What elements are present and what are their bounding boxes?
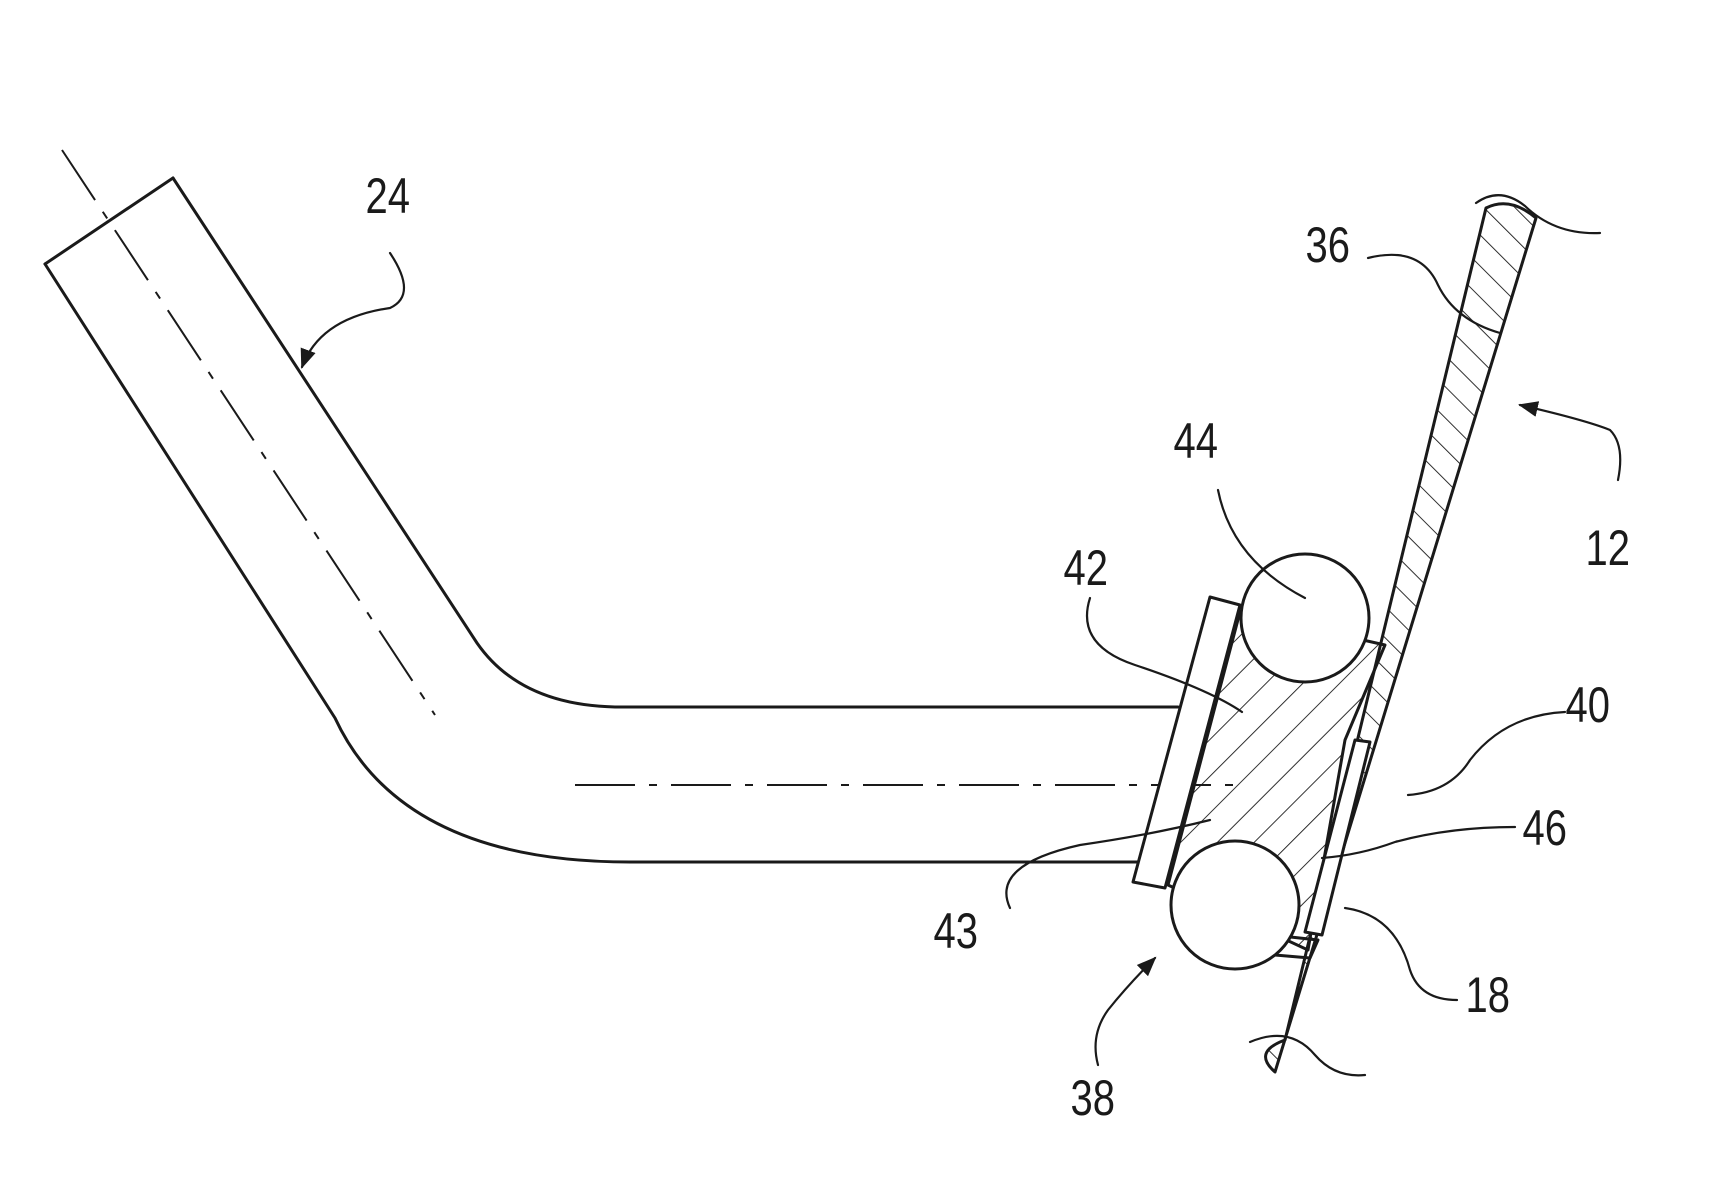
label-46: 46 xyxy=(1523,800,1567,856)
tube-end-cap xyxy=(45,178,173,264)
leader-18 xyxy=(1345,908,1457,1000)
label-18: 18 xyxy=(1466,967,1510,1023)
leader-24 xyxy=(302,253,404,367)
label-40: 40 xyxy=(1566,677,1610,733)
label-42: 42 xyxy=(1064,540,1108,596)
label-43: 43 xyxy=(934,903,978,959)
label-24: 24 xyxy=(366,168,410,224)
leader-38 xyxy=(1096,958,1155,1065)
label-12: 12 xyxy=(1586,520,1630,576)
reference-numerals: 24 36 12 44 42 40 46 43 18 38 xyxy=(366,168,1630,1126)
leader-46 xyxy=(1322,827,1515,858)
lower-ball xyxy=(1171,841,1299,969)
label-44: 44 xyxy=(1174,413,1218,469)
tube-inner-wall xyxy=(45,264,1140,862)
bent-tube xyxy=(45,150,1240,862)
tube-centerline-angled xyxy=(62,150,435,715)
upper-ball xyxy=(1241,554,1369,682)
leader-12 xyxy=(1520,405,1620,480)
leader-40 xyxy=(1408,712,1565,795)
tube-outer-wall xyxy=(173,178,1178,707)
label-36: 36 xyxy=(1306,217,1350,273)
label-38: 38 xyxy=(1071,1070,1115,1126)
